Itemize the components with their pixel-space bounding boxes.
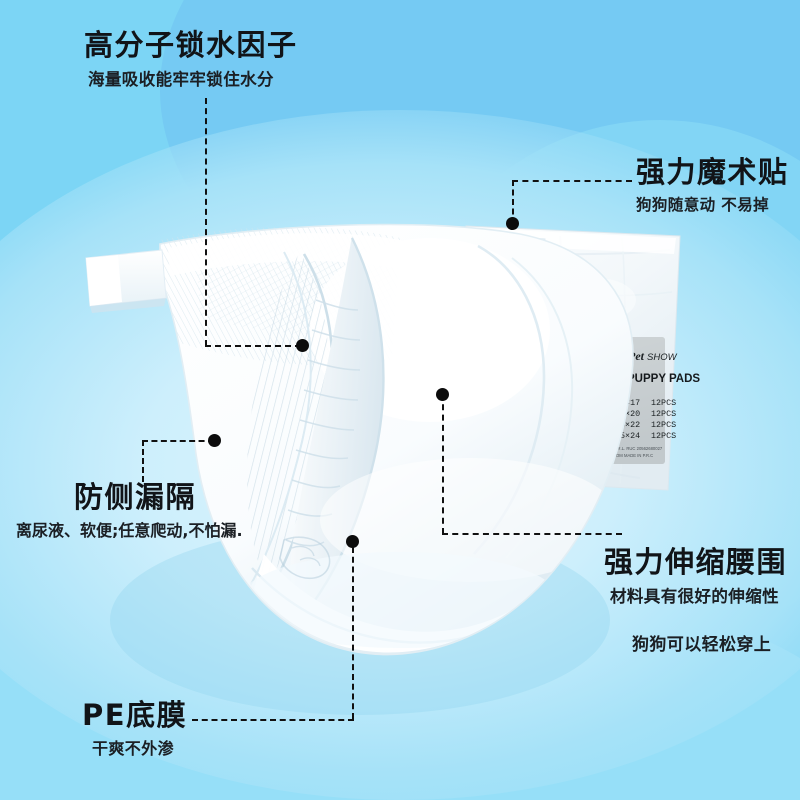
callout-dot-polymer — [296, 339, 309, 352]
callout-dot-waist — [436, 388, 449, 401]
callout-waistband-subtitle-2: 狗狗可以轻松穿上 — [632, 635, 772, 656]
leader-line-polymer-vertical — [205, 98, 207, 346]
callout-dot-velcro — [506, 217, 519, 230]
callout-pe-film-subtitle: 干爽不外渗 — [92, 739, 175, 759]
leader-line-pe-vertical — [352, 547, 354, 719]
callout-waistband-subtitle: 材料具有很好的伸缩性 — [610, 587, 779, 607]
callout-velcro-title: 强力魔术贴 — [636, 155, 789, 189]
callout-pe-film: PE底膜 干爽不外渗 — [82, 698, 187, 761]
leader-line-waist-vertical — [442, 394, 444, 534]
leader-line-velcro-vertical — [512, 180, 514, 224]
leader-line-polymer-horizontal — [205, 345, 301, 347]
callout-polymer-subtitle: 海量吸收能牢牢锁住水分 — [88, 70, 274, 90]
svg-text:52×20: 52×20 — [615, 409, 640, 419]
svg-text:85×24: 85×24 — [615, 431, 640, 441]
callout-polymer-title: 高分子锁水因子 — [84, 28, 298, 62]
leader-line-pe-horizontal — [192, 719, 354, 721]
callout-leak-guard: 防侧漏隔 离尿液、软便;任意爬动,不怕漏. — [16, 480, 243, 543]
dog-diaper-body — [85, 223, 634, 656]
callout-dot-pe — [346, 535, 359, 548]
leader-line-leakguard-vertical — [142, 440, 144, 482]
svg-text:12PCS: 12PCS — [651, 431, 676, 441]
svg-text:12PCS: 12PCS — [651, 398, 676, 408]
svg-text:SHOW: SHOW — [647, 352, 678, 363]
leader-line-waist-horizontal — [442, 533, 622, 535]
callout-dot-leakguard — [208, 434, 221, 447]
callout-polymer: 高分子锁水因子 海量吸收能牢牢锁住水分 — [84, 28, 298, 91]
callout-pe-film-title: PE底膜 — [82, 698, 188, 732]
svg-text:63×22: 63×22 — [615, 420, 640, 430]
callout-waistband-title: 强力伸缩腰围 — [604, 545, 788, 579]
callout-velcro-subtitle: 狗狗随意动 不易掉 — [636, 196, 769, 215]
svg-text:12PCS: 12PCS — [651, 409, 676, 419]
left-waist-strap — [85, 249, 167, 313]
svg-text:12PCS: 12PCS — [651, 420, 676, 430]
callout-waistband: 强力伸缩腰围 材料具有很好的伸缩性 狗狗可以轻松穿上 — [604, 545, 787, 655]
label-product-name: PUPPY PADS — [627, 373, 700, 385]
callout-leak-guard-subtitle: 离尿液、软便;任意爬动,不怕漏. — [16, 521, 243, 541]
callout-leak-guard-title: 防侧漏隔 — [74, 480, 197, 514]
leader-line-velcro-horizontal — [512, 180, 632, 182]
leader-line-leakguard-horizontal — [142, 440, 214, 442]
callout-velcro: 强力魔术贴 狗狗随意动 不易掉 — [636, 155, 789, 217]
bottom-tape-detail — [279, 536, 331, 580]
